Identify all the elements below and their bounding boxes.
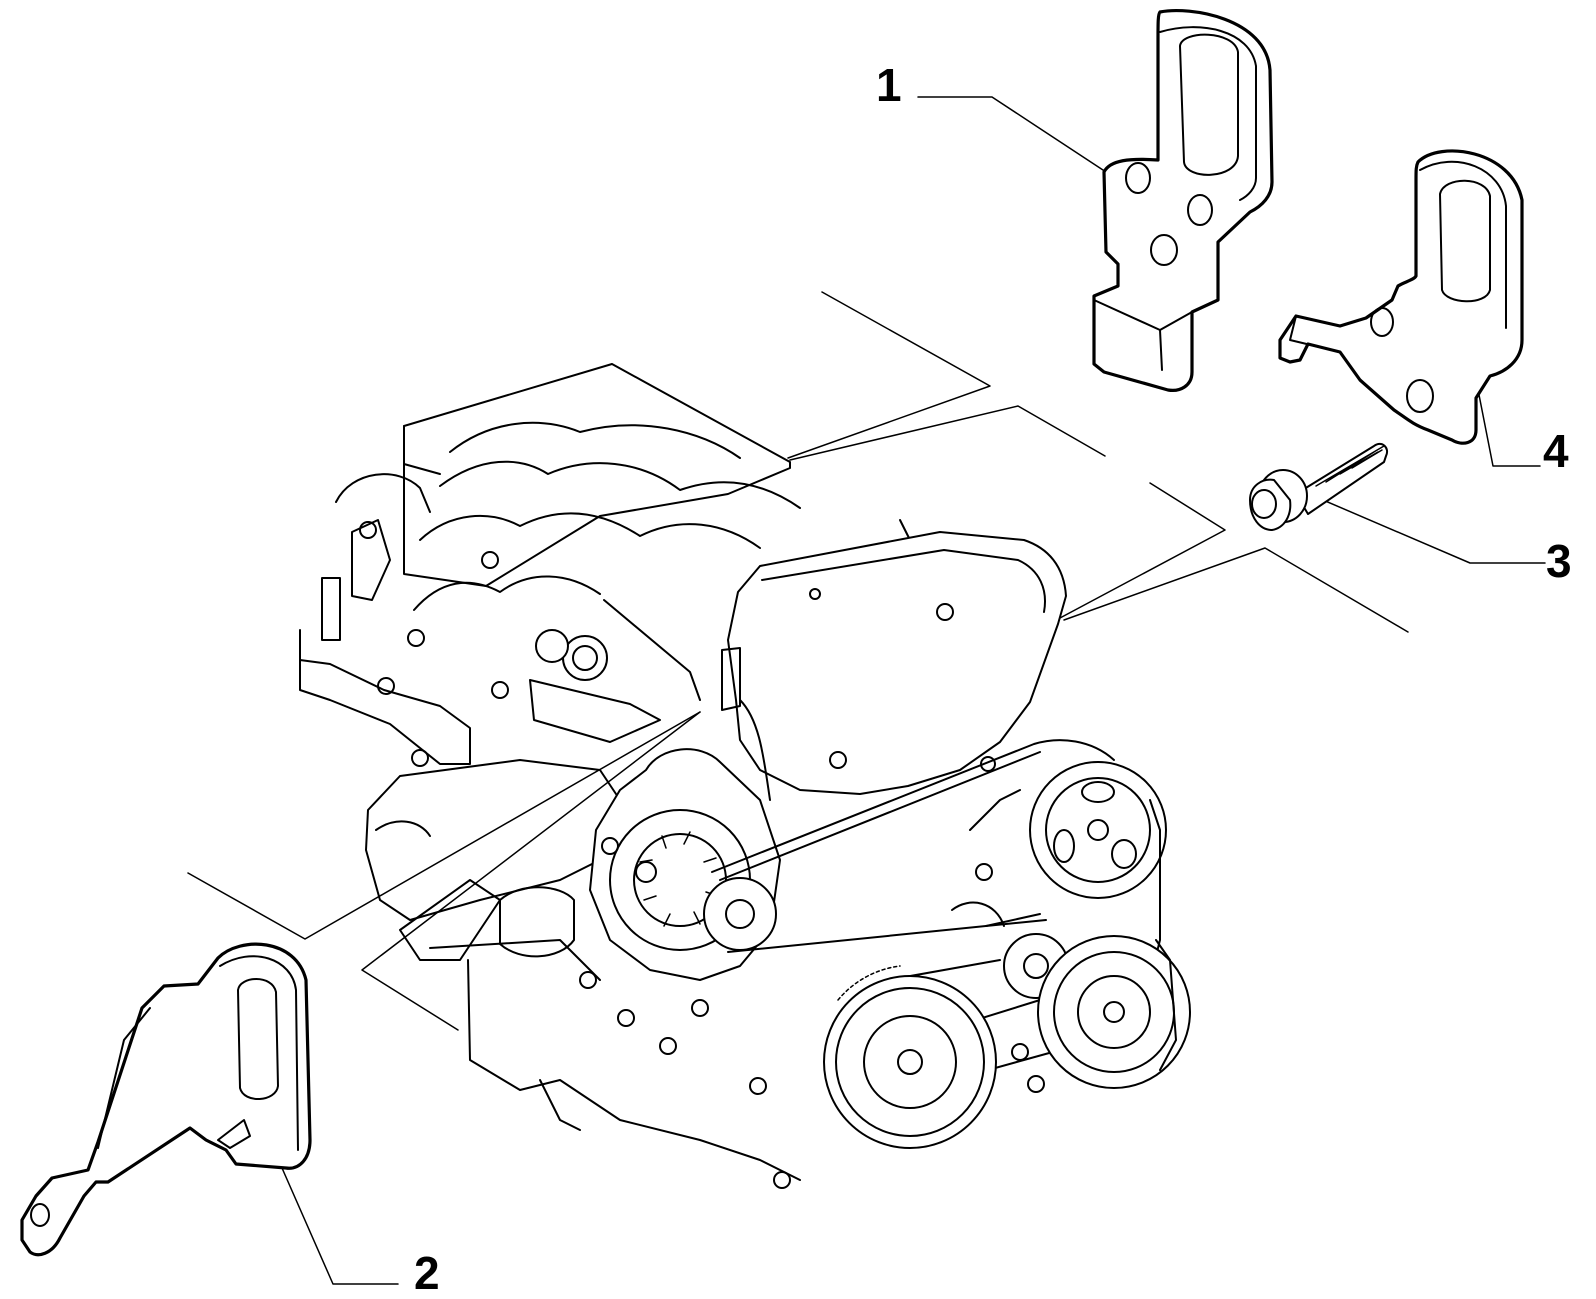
bracket-part-4 [1278, 149, 1524, 445]
callout-2: 2 [414, 1247, 440, 1299]
projection-line-4 [789, 405, 1106, 461]
callout-1: 1 [876, 59, 902, 111]
engine-assembly [299, 363, 1191, 1189]
leader-line-2 [281, 1167, 399, 1285]
projection-line-3b [1063, 547, 1409, 633]
leader-line-1 [917, 96, 1107, 173]
projection-line-2b [361, 711, 701, 1031]
leader-line-3 [1294, 487, 1546, 564]
leader-lines [187, 96, 1546, 1285]
callout-4: 4 [1543, 425, 1569, 477]
projection-line-3a [1059, 482, 1226, 619]
bracket-part-1 [1092, 8, 1274, 392]
bracket-part-2 [20, 942, 312, 1257]
bolt-part-3 [1249, 442, 1388, 531]
projection-line-1 [787, 291, 991, 459]
projection-line-2a [187, 711, 701, 940]
callout-3: 3 [1546, 535, 1572, 587]
